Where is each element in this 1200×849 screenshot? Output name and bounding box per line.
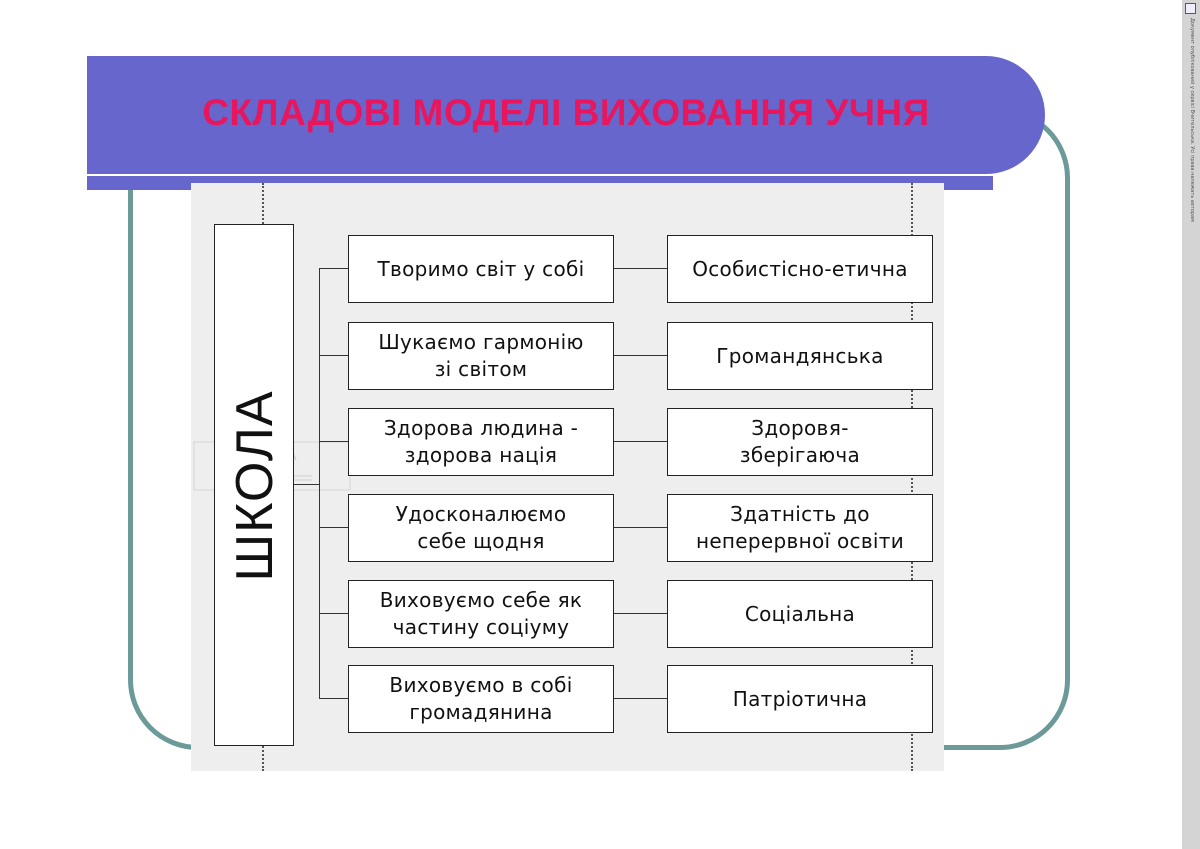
tree-trunk (319, 268, 320, 698)
pair-connector (614, 355, 667, 356)
root-connector (294, 484, 319, 485)
branch-line (319, 698, 348, 699)
activity-box: Творимо світ у собі (348, 235, 614, 303)
activity-box: Виховуємо себе як частину соціуму (348, 580, 614, 648)
document-icon[interactable] (1185, 3, 1196, 14)
activity-box: Шукаємо гармонію зі світом (348, 322, 614, 390)
school-label: ШКОЛА (225, 390, 285, 581)
branch-line (319, 268, 348, 269)
competence-box: Громандянська (667, 322, 933, 390)
activity-box: Виховуємо в собі громадянина (348, 665, 614, 733)
school-node: ШКОЛА (214, 224, 294, 746)
activity-box: Здорова людина - здорова нація (348, 408, 614, 476)
branch-line (319, 527, 348, 528)
slide-title: СКЛАДОВІ МОДЕЛІ ВИХОВАННЯ УЧНЯ (87, 92, 1045, 134)
pair-connector (614, 441, 667, 442)
branch-line (319, 441, 348, 442)
pair-connector (614, 527, 667, 528)
sidebar-caption: Документ опублікований у сервісі Вчитель… (1189, 18, 1195, 28)
pair-connector (614, 698, 667, 699)
branch-line (319, 613, 348, 614)
competence-box: Патріотична (667, 665, 933, 733)
branch-line (319, 355, 348, 356)
pair-connector (614, 268, 667, 269)
competence-box: Особистісно-етична (667, 235, 933, 303)
competence-box: Соціальна (667, 580, 933, 648)
pair-connector (614, 613, 667, 614)
competence-box: Здатність до неперервної освіти (667, 494, 933, 562)
activity-box: Удосконалюємо себе щодня (348, 494, 614, 562)
sidebar-caption-wrap: Документ опублікований у сервісі Вчитель… (1186, 18, 1196, 248)
competence-box: Здоров я- зберігаюча (667, 408, 933, 476)
